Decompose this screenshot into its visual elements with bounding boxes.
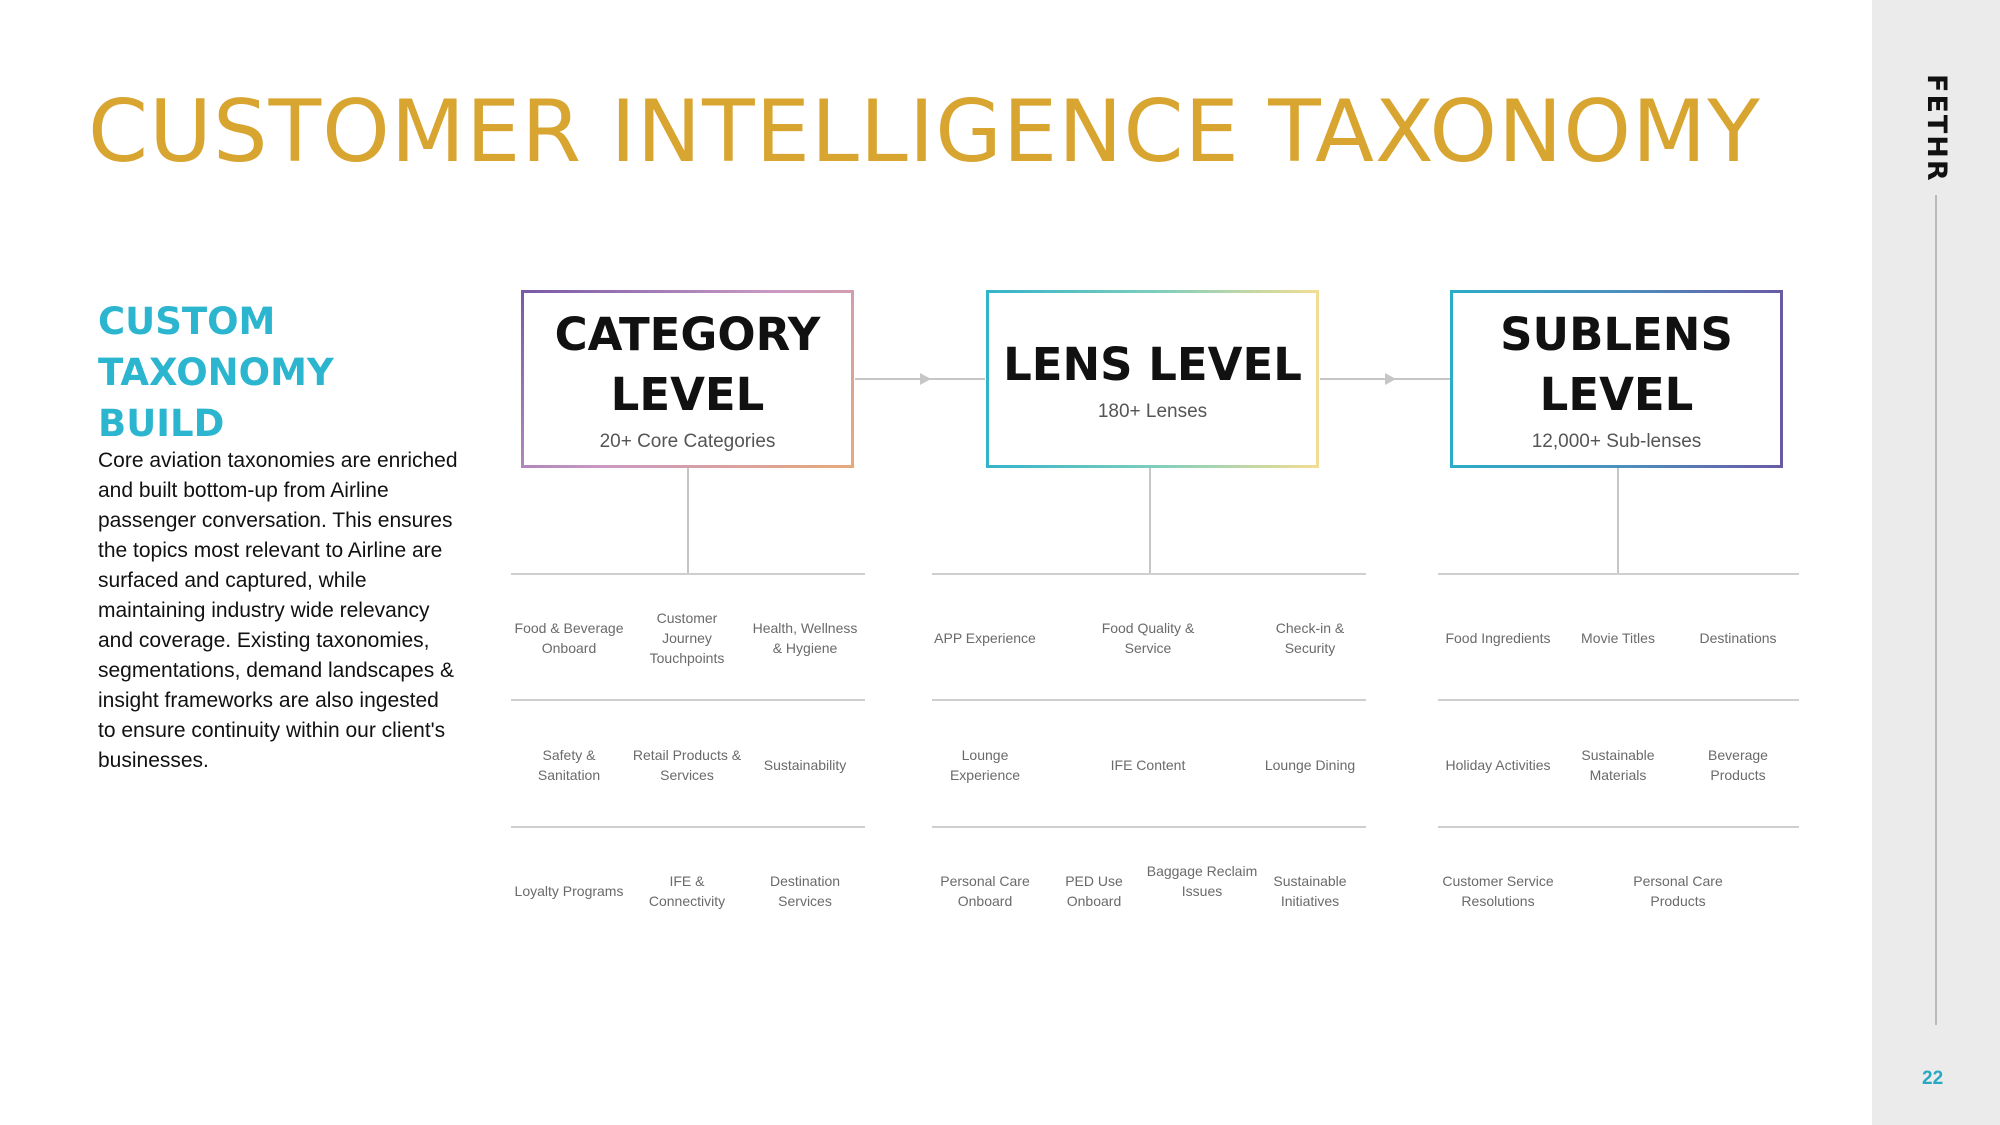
sublens-item: Movie Titles xyxy=(1581,630,1655,646)
category-item: IFE & Connectivity xyxy=(648,873,726,909)
sublens-item: Sustainable Materials xyxy=(1581,747,1655,783)
category-item: Loyalty Programs xyxy=(514,883,624,899)
category-stem xyxy=(687,468,689,573)
level-title: LENS LEVEL xyxy=(1003,338,1302,391)
grid-divider xyxy=(932,699,1366,701)
level-count: 180+ Lenses xyxy=(1097,401,1208,422)
grid-divider xyxy=(1438,699,1799,701)
grid-divider xyxy=(1438,826,1799,828)
page-title: CUSTOMER INTELLIGENCE TAXONOMY xyxy=(88,82,1761,182)
lens-item: Lounge Experience xyxy=(949,747,1021,783)
sublens-stem xyxy=(1617,468,1619,573)
level-count: 12,000+ Sub-lenses xyxy=(1531,431,1702,452)
arrowhead-icon xyxy=(920,373,931,385)
sublens-item: Customer Service Resolutions xyxy=(1442,873,1554,909)
sublens-level-box: SUBLENS LEVEL 12,000+ Sub-lenses xyxy=(1450,290,1783,468)
level-count: 20+ Core Categories xyxy=(599,431,776,452)
lens-item: APP Experience xyxy=(934,630,1036,646)
lens-level-box: LENS LEVEL 180+ Lenses xyxy=(986,290,1319,468)
grid-divider xyxy=(511,699,865,701)
category-item: Sustainability xyxy=(763,757,847,773)
lens-item: Sustainable Initiatives xyxy=(1273,873,1347,909)
sublens-item: Beverage Products xyxy=(1708,747,1768,783)
grid-divider xyxy=(1438,573,1799,575)
sublens-item: Destinations xyxy=(1699,630,1777,646)
category-item: Safety & Sanitation xyxy=(537,747,601,783)
category-level-box: CATEGORY LEVEL 20+ Core Categories xyxy=(521,290,854,468)
sidebar-divider xyxy=(1935,195,1937,1025)
lens-item: PED Use Onboard xyxy=(1065,873,1123,909)
grid-divider xyxy=(511,826,865,828)
section-subheading: CUSTOM TAXONOMY BUILD xyxy=(98,300,334,445)
lens-item: Baggage Reclaim Issues xyxy=(1146,863,1258,899)
grid-divider xyxy=(511,573,865,575)
lens-item: Food Quality & Service xyxy=(1101,620,1195,656)
category-item: Customer Journey Touchpoints xyxy=(649,610,725,666)
category-item: Retail Products & Services xyxy=(632,747,742,783)
lens-item: Personal Care Onboard xyxy=(940,873,1030,909)
level-title: SUBLENS LEVEL xyxy=(1500,308,1733,421)
category-item: Health, Wellness & Hygiene xyxy=(752,620,858,656)
grid-divider xyxy=(932,573,1366,575)
brand-logo: FETHR xyxy=(1921,74,1952,183)
lens-stem xyxy=(1149,468,1151,573)
sublens-item: Personal Care Products xyxy=(1633,873,1723,909)
lens-item: Check-in & Security xyxy=(1275,620,1345,656)
lens-item: Lounge Dining xyxy=(1264,757,1356,773)
category-item: Food & Beverage Onboard xyxy=(514,620,624,656)
level-title: CATEGORY LEVEL xyxy=(554,308,821,421)
arrowhead-icon xyxy=(1385,373,1396,385)
page-number: 22 xyxy=(1922,1068,1944,1089)
grid-divider xyxy=(932,826,1366,828)
lens-item: IFE Content xyxy=(1110,757,1186,773)
category-item: Destination Services xyxy=(769,873,841,909)
sublens-item: Holiday Activities xyxy=(1445,757,1551,773)
sublens-item: Food Ingredients xyxy=(1445,630,1551,646)
section-body-text: Core aviation taxonomies are enriched an… xyxy=(98,449,458,772)
